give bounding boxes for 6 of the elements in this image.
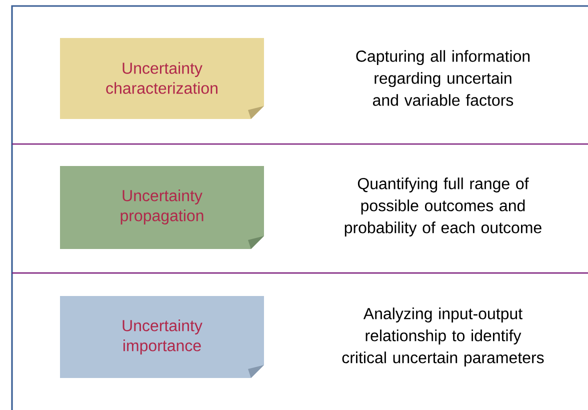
description-text: Quantifying full range of possible outcomes and probability of each outcome: [344, 178, 542, 236]
note-box: Uncertainty importance: [60, 296, 264, 378]
note-box: Uncertainty propagation: [60, 166, 264, 249]
description-text: Capturing all information regarding uncertain and variable factors: [356, 50, 530, 106]
note-box: Uncertainty characterization: [60, 38, 264, 119]
description-text: Analyzing input-output relationship to identify critical uncertain parameters: [342, 308, 544, 366]
